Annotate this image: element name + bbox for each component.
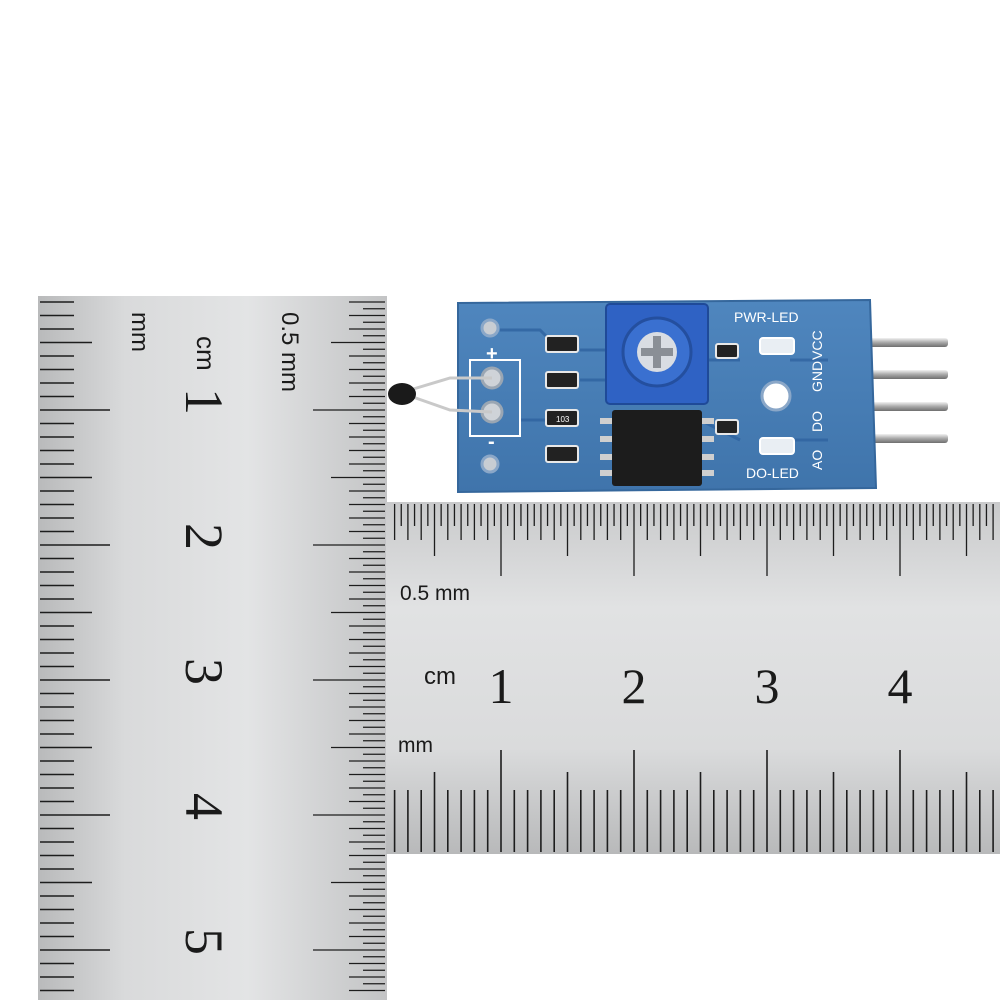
mounting-hole <box>760 380 792 412</box>
pwr-led <box>759 337 795 355</box>
vertical-ruler-number: 5 <box>174 928 234 955</box>
vertical-ruler-halfmm-ticks <box>313 301 385 992</box>
resistor-code: 103 <box>556 415 570 424</box>
vertical-ruler-number: 2 <box>174 523 234 550</box>
horizontal-ruler-mm-label: mm <box>398 734 433 757</box>
thermistor <box>388 376 493 414</box>
horizontal-ruler-halfmm-ticks <box>393 504 994 576</box>
vertical-ruler-halfmm-label: 0.5 mm <box>276 312 303 392</box>
mounting-hole <box>480 318 500 338</box>
horizontal-ruler-numbers: 1 2 3 4 <box>489 658 913 714</box>
pin-label: VCC <box>809 330 825 360</box>
horizontal-ruler-number: 4 <box>888 658 913 714</box>
minus-marking: - <box>488 431 495 453</box>
pin-label: DO <box>809 411 825 432</box>
vertical-ruler-cm-label: cm <box>191 336 221 371</box>
pin-label: AO <box>809 450 825 470</box>
mounting-hole <box>480 454 500 474</box>
pin-label: GND <box>809 361 825 392</box>
vertical-ruler-numbers: 1 2 3 4 5 <box>174 388 234 955</box>
potentiometer <box>605 303 709 405</box>
horizontal-ruler-mm-ticks <box>393 750 994 852</box>
horizontal-ruler-number: 3 <box>755 658 780 714</box>
horizontal-ruler-cm-label: cm <box>424 663 456 690</box>
smd-components <box>545 335 739 463</box>
do-led-label: DO-LED <box>746 465 799 481</box>
comparator-chip <box>600 410 714 486</box>
horizontal-ruler-number: 2 <box>622 658 647 714</box>
horizontal-ruler: 0.5 mm cm mm 1 2 3 4 <box>386 502 1000 854</box>
vertical-ruler-number: 1 <box>174 388 234 415</box>
horizontal-ruler-halfmm-label: 0.5 mm <box>400 582 470 605</box>
do-led <box>759 437 795 455</box>
vertical-ruler-mm-ticks <box>40 301 110 992</box>
pwr-led-label: PWR-LED <box>734 309 799 325</box>
horizontal-ruler-number: 1 <box>489 658 514 714</box>
vertical-ruler-number: 3 <box>174 658 234 685</box>
vertical-ruler-mm-label: mm <box>126 312 153 352</box>
vertical-ruler-number: 4 <box>174 793 234 820</box>
plus-marking: + <box>486 343 498 365</box>
vertical-ruler: mm cm 0.5 mm 1 2 3 4 5 <box>38 296 387 1000</box>
